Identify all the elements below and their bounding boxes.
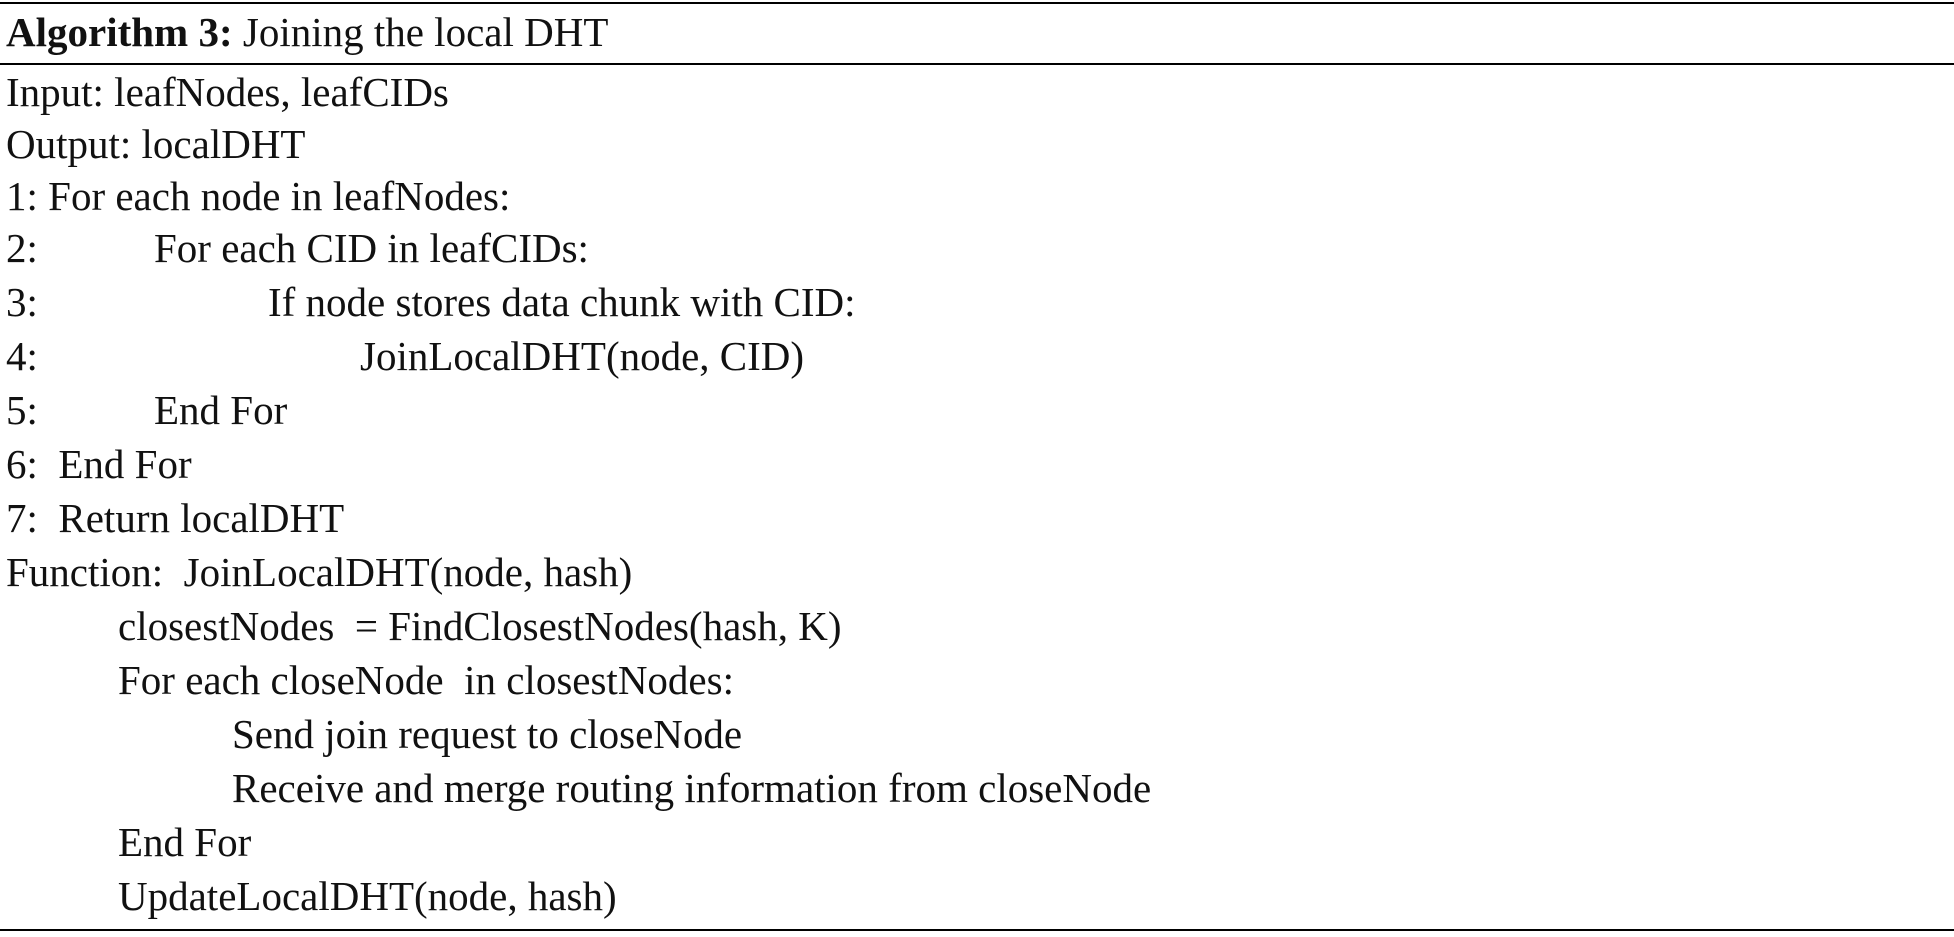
- top-rule: [0, 2, 1954, 4]
- function-line-6: UpdateLocalDHT(node, hash): [118, 873, 617, 919]
- step-1: 1: For each node in leafNodes:: [6, 173, 511, 219]
- algorithm-label: Algorithm 3:: [6, 9, 233, 55]
- output-line: Output: localDHT: [6, 121, 306, 167]
- step-6: 6: End For: [6, 441, 192, 487]
- step-3-number: 3:: [6, 279, 38, 325]
- step-2: For each CID in leafCIDs:: [154, 225, 589, 271]
- step-4-number: 4:: [6, 333, 38, 379]
- algorithm-caption: Algorithm 3: Joining the local DHT: [6, 6, 608, 58]
- function-line-1: closestNodes = FindClosestNodes(hash, K): [118, 603, 842, 649]
- step-5-number: 5:: [6, 387, 38, 433]
- step-7: 7: Return localDHT: [6, 495, 345, 541]
- function-line-4: Receive and merge routing information fr…: [232, 765, 1152, 811]
- input-line: Input: leafNodes, leafCIDs: [6, 69, 449, 115]
- bottom-rule: [0, 929, 1954, 931]
- algorithm-title: Joining the local DHT: [242, 9, 609, 55]
- function-line-2: For each closeNode in closestNodes:: [118, 657, 734, 703]
- step-2-number: 2:: [6, 225, 38, 271]
- function-signature: Function: JoinLocalDHT(node, hash): [6, 549, 633, 595]
- function-line-3: Send join request to closeNode: [232, 711, 743, 757]
- step-3: If node stores data chunk with CID:: [268, 279, 856, 325]
- step-4: JoinLocalDHT(node, CID): [360, 333, 805, 379]
- step-5: End For: [154, 387, 288, 433]
- caption-rule: [0, 63, 1954, 65]
- function-line-5: End For: [118, 819, 252, 865]
